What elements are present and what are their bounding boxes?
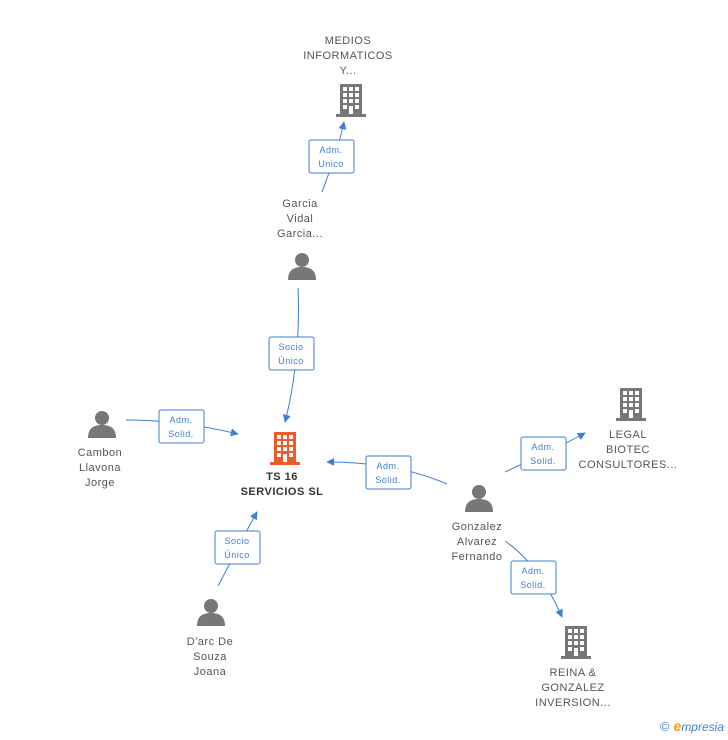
brand-name: mpresia — [681, 720, 724, 734]
role-badge-line-2: Único — [224, 550, 250, 560]
node-label-line-1: Gonzalez — [452, 521, 502, 533]
node-label-line-1: TS 16 — [266, 471, 298, 483]
person-icon — [197, 599, 225, 626]
edge-gonzalez-legal: Adm. Solid. — [504, 432, 586, 473]
edge-gonzalez-reina: Adm. Solid. — [504, 540, 563, 618]
node-label-line-3: INVERSION... — [535, 697, 611, 709]
node-label-line-1: Cambon — [78, 447, 123, 459]
node-cambon-llavona[interactable]: Cambon Llavona Jorge — [78, 411, 123, 489]
role-badge[interactable] — [365, 455, 412, 490]
role-badge-line-1: Adm. — [531, 442, 554, 452]
role-badge-line-2: Solid. — [530, 456, 556, 466]
node-label-line-1: REINA & — [550, 667, 597, 679]
edge-garcia-medios: Adm. Unico — [308, 121, 355, 193]
footer-brand: ©empresia — [660, 718, 724, 734]
role-badge-line-2: Único — [278, 356, 304, 366]
role-badge-line-1: Adm. — [376, 461, 399, 471]
node-label-line-2: Llavona — [79, 462, 121, 474]
node-label-line-2: INFORMATICOS — [303, 50, 393, 62]
node-label-line-3: Y... — [339, 65, 356, 77]
node-label-line-3: Joana — [194, 666, 227, 678]
node-darc-souza[interactable]: D'arc De Souza Joana — [187, 599, 233, 678]
node-label-line-2: GONZALEZ — [541, 682, 604, 694]
role-badge[interactable] — [308, 139, 355, 174]
role-badge-line-1: Adm. — [319, 145, 342, 155]
role-badge[interactable] — [158, 409, 205, 444]
role-badge-line-1: Socio — [278, 342, 303, 352]
building-icon — [561, 626, 591, 659]
edge-darc-ts16: Socio Único — [214, 511, 261, 587]
node-label-line-2: Souza — [193, 651, 227, 663]
node-label-line-1: LEGAL — [609, 429, 647, 441]
node-label-line-3: Jorge — [85, 477, 115, 489]
node-label-line-3: Fernando — [451, 551, 502, 563]
building-icon — [270, 432, 300, 465]
node-medios-informaticos[interactable]: MEDIOS INFORMATICOS Y... — [303, 35, 393, 117]
person-icon — [88, 411, 116, 438]
node-label-line-2: BIOTEC — [606, 444, 650, 456]
node-label-line-1: Garcia — [282, 198, 318, 210]
role-badge[interactable] — [520, 436, 567, 471]
edge-gonzalez-ts16: Adm. Solid. — [326, 455, 448, 490]
person-icon — [288, 253, 316, 280]
copyright-icon: © — [659, 719, 670, 734]
node-gonzalez-alvarez[interactable]: Gonzalez Alvarez Fernando — [451, 485, 502, 563]
node-label-line-3: CONSULTORES... — [579, 459, 678, 471]
building-icon — [336, 84, 366, 117]
node-reina-gonzalez[interactable]: REINA & GONZALEZ INVERSION... — [535, 626, 611, 709]
node-ts16-servicios[interactable]: TS 16 SERVICIOS SL — [241, 432, 324, 498]
node-label-line-2: SERVICIOS SL — [241, 486, 324, 498]
role-badge-line-2: Solid. — [375, 475, 401, 485]
node-label-line-2: Vidal — [287, 213, 314, 225]
role-badge-line-1: Adm. — [521, 566, 544, 576]
edge-garcia-ts16: Socio Único — [268, 287, 315, 423]
role-badge[interactable] — [268, 336, 315, 371]
node-garcia-vidal[interactable]: Garcia Vidal Garcia... — [277, 198, 323, 280]
role-badge-line-1: Socio — [224, 536, 249, 546]
node-legal-biotec[interactable]: LEGAL BIOTEC CONSULTORES... — [579, 388, 678, 471]
brand-logo[interactable]: empresia — [673, 718, 724, 734]
person-icon — [465, 485, 493, 512]
brand-initial: e — [673, 718, 682, 734]
role-badge-line-2: Solid. — [168, 429, 194, 439]
role-badge[interactable] — [510, 560, 557, 595]
node-label-line-1: MEDIOS — [325, 35, 371, 47]
role-badge-line-2: Solid. — [520, 580, 546, 590]
edge-cambon-ts16: Adm. Solid. — [125, 409, 239, 444]
role-badge-line-1: Adm. — [169, 415, 192, 425]
node-label-line-3: Garcia... — [277, 228, 323, 240]
role-badge[interactable] — [214, 530, 261, 565]
node-label-line-2: Alvarez — [457, 536, 497, 548]
building-icon — [616, 388, 646, 421]
node-label-line-1: D'arc De — [187, 636, 233, 648]
role-badge-line-2: Unico — [318, 159, 344, 169]
